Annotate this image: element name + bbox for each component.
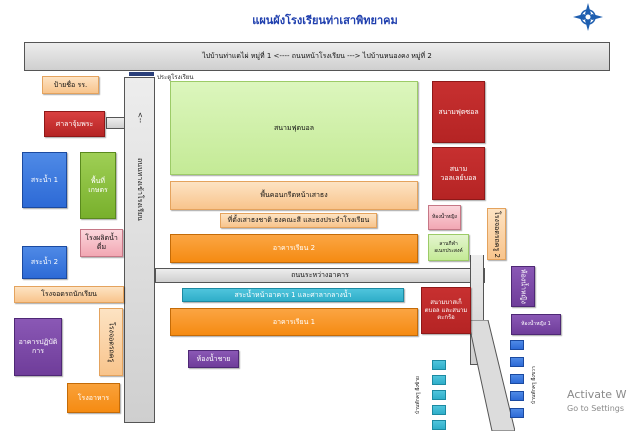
agriculture-area: พื้นที่เกษตร [80,152,116,219]
student-parking: โรงจอดรถนักเรียน [14,286,124,303]
canteen: โรงอาหาร [67,383,120,413]
front-road-arrow-left: <---- [273,52,290,61]
practice-building: อาคารปฏิบัติการ [14,318,62,376]
housing-left-label: บ้านพักครู ฝั่งซ้าย [415,376,421,414]
front-road-right-label: ไปบ้านหนองคง หมู่ที่ 2 [362,52,432,61]
teacher-garage-2-label: โรงจอดรถครู 2 [492,210,501,258]
entrance-road-arrow: <-- [135,112,144,123]
housing-unit [510,408,524,418]
shrine-path [106,117,125,129]
housing-right-group [510,340,524,420]
teacher-garage: โรงจอดรถครู [99,308,123,376]
shrine-pavilion: ศาลาจุ้มพระ [44,111,105,137]
flag-pole-area: ที่ตั้งเสาธงชาติ ธงคณะสี และธงประจำโรงเร… [220,213,377,228]
school-sign: ป้ายชื่อ รร. [42,76,99,94]
female-toilet-1: ห้องน้ำหญิง 1 [511,314,561,335]
housing-unit [432,360,446,370]
diagonal-road [467,320,515,431]
front-road-center-label: ถนนหน้าโรงเรียน [291,52,345,61]
housing-unit [432,375,446,385]
classroom-building-2: อาคารเรียน 2 [170,234,418,263]
housing-unit [432,405,446,415]
male-toilet: ห้องน้ำชาย [188,350,239,368]
school-gate-label: ประตูโรงเรียน [157,74,194,81]
housing-unit [432,420,446,430]
female-toilet-right: ห้องน้ำหญิง [511,266,535,307]
multipurpose-yard: ลานกีฬาอเนกประสงค์ [428,234,469,261]
housing-right-label: บ้านพักครู ฝั่งขวา [531,366,537,404]
pond-2: สระน้ำ 2 [22,246,67,279]
housing-unit [510,391,524,401]
entrance-road-label: ถนนทางเข้าโรงเรียน [135,158,144,221]
compass-icon [573,3,603,31]
page-title: แผนผังโรงเรียนท่าเสาพิทยาคม [252,14,398,27]
female-toilet-right-label: ห้องน้ำหญิง [519,269,528,304]
activation-watermark-title: Activate W [567,388,627,401]
futsal-field: สนามฟุตซอล [432,81,485,143]
housing-left-group [432,360,446,430]
entrance-road: <-- ถนนทางเข้าโรงเรียน [124,77,155,423]
front-pond-pavilion: สระน้ำหน้าอาคาร 1 และศาลากลางน้ำ [182,288,404,302]
volleyball-court: สนามวอลเลย์บอล [432,147,485,200]
teacher-garage-label: โรงจอดรถครู [107,321,116,363]
pond-1: สระน้ำ 1 [22,152,67,208]
drinking-water-factory: โรงผลิตน้ำดื่ม [80,229,123,257]
front-road-arrow-right: ---> [347,52,361,61]
teacher-garage-2: โรงจอดรถครู 2 [487,208,506,260]
basketball-takraw-court: สนามบาสเก็ตบอล และสนามตะกร้อ [421,287,471,334]
school-gate-marker [129,72,154,76]
housing-unit [510,374,524,384]
concrete-yard: พื้นคอนกรีตหน้าเสาธง [170,181,418,210]
housing-unit [510,357,524,367]
football-field: สนามฟุตบอล [170,81,418,175]
activation-watermark-subtitle: Go to Settings [567,404,625,413]
front-road: ไปบ้านท่าแดไผ่ หมู่ที่ 1 <---- ถนนหน้าโร… [24,42,610,71]
front-road-left-label: ไปบ้านท่าแดไผ่ หมู่ที่ 1 [202,52,272,61]
housing-unit [432,390,446,400]
female-toilet: ห้องน้ำหญิง [428,205,461,230]
housing-unit [510,340,524,350]
inter-building-road: ถนนระหว่างอาคาร [155,268,485,283]
classroom-building-1: อาคารเรียน 1 [170,308,418,336]
